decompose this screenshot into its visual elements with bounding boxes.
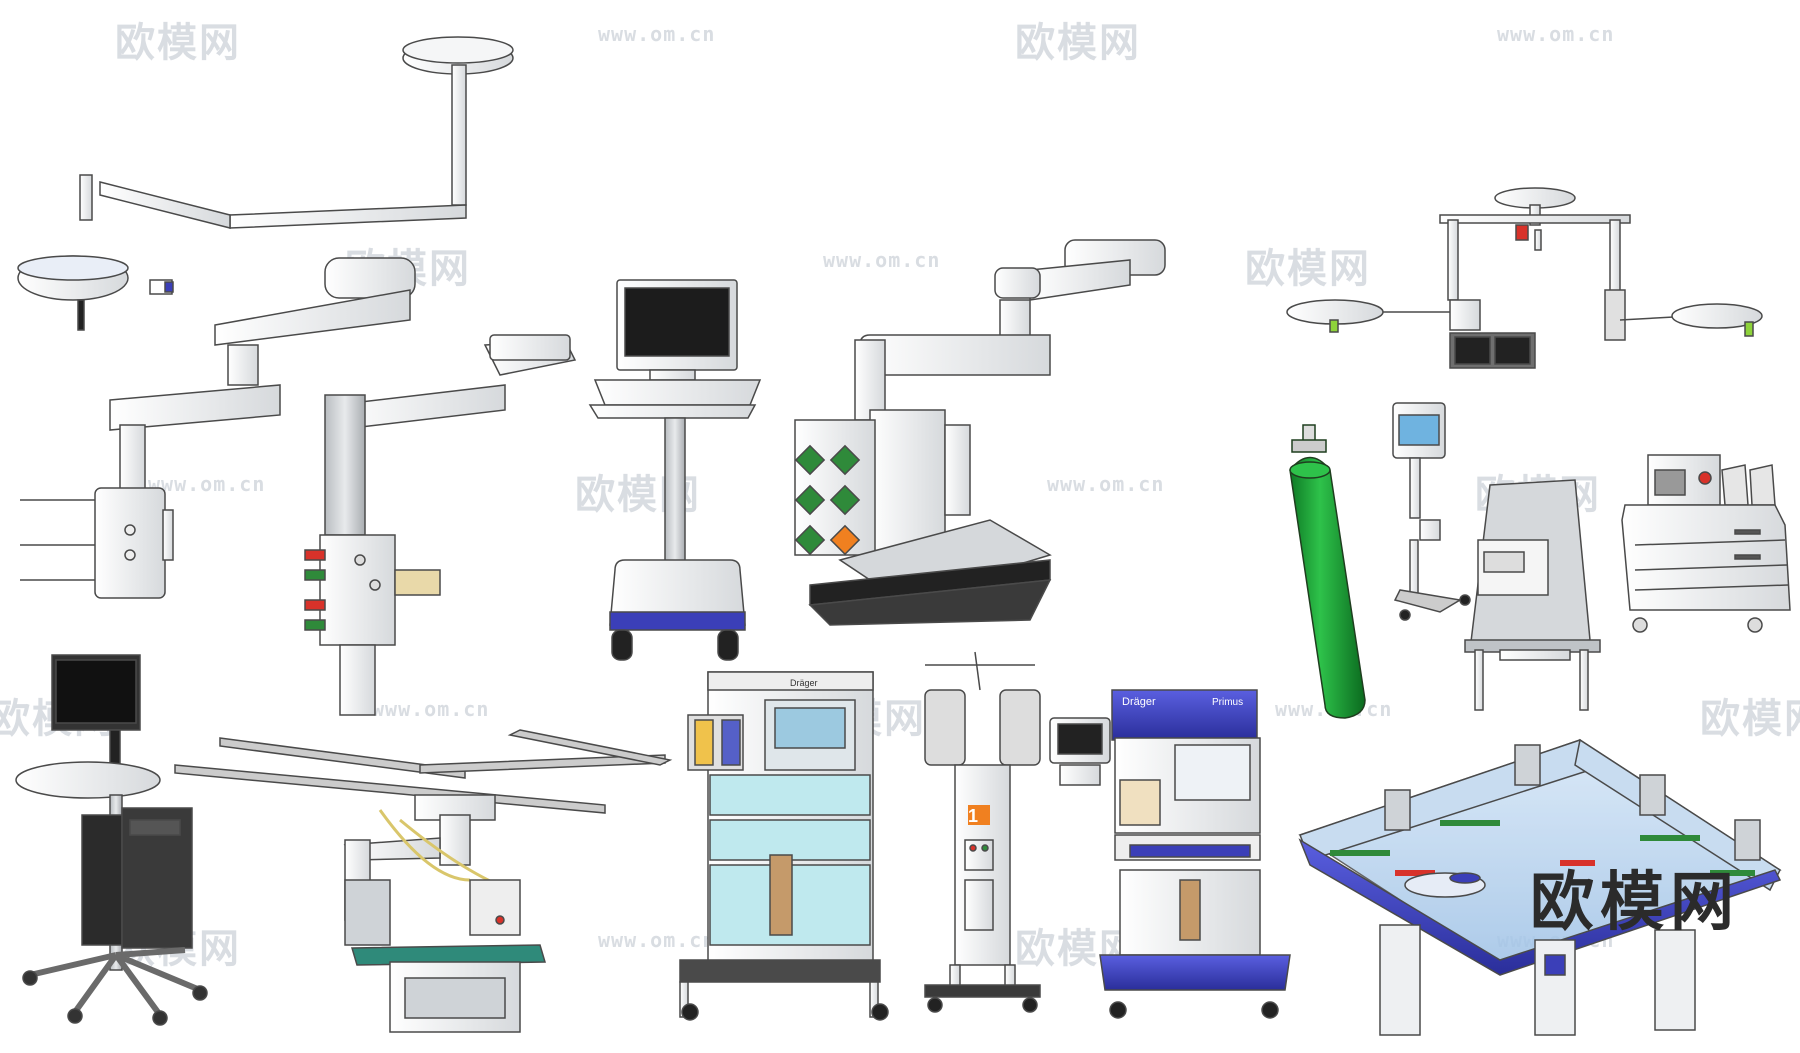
pendant-shelf-arm <box>20 257 416 599</box>
pendant-column <box>304 334 577 716</box>
workstation-computer <box>15 654 208 1026</box>
patient-monitor-stand <box>1392 402 1471 621</box>
operating-table <box>1464 479 1601 711</box>
anesthesia-machine-primus <box>1049 689 1291 1019</box>
dual-surgical-light <box>1286 187 1763 369</box>
bay-number-label: 1 <box>968 806 978 826</box>
oxygen-cylinder <box>1289 424 1366 719</box>
xray-ceiling-system <box>174 729 673 1033</box>
brand-mark: 欧模网 <box>1530 866 1740 940</box>
iv-pole-infusion <box>924 651 1041 1013</box>
ceiling-bridge-pendant <box>1298 738 1782 1036</box>
surgical-light-arm <box>17 36 514 331</box>
anesthesia-machine-draeger <box>679 671 889 1021</box>
draeger-large-label: Dräger <box>1122 696 1156 708</box>
primus-label: Primus <box>1212 697 1243 708</box>
anesthesia-pendant <box>794 239 1166 626</box>
monitor-cart <box>588 279 762 661</box>
utility-cart <box>1621 454 1791 633</box>
draeger-small-label: Dräger <box>790 678 818 688</box>
